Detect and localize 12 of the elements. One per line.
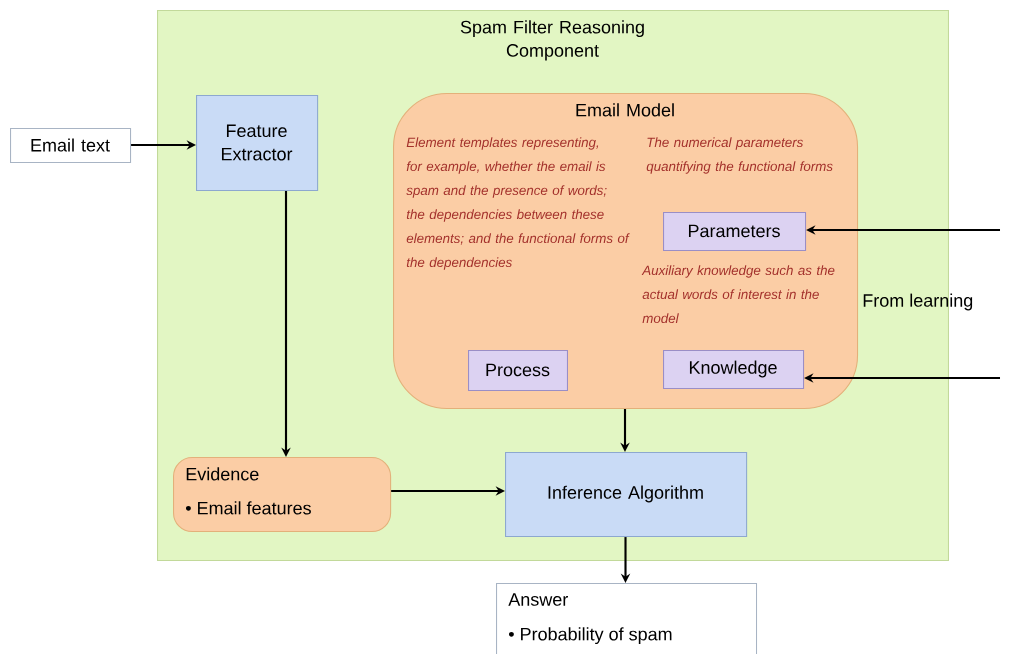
answer-box: Answer • Probability of spam: [496, 583, 758, 654]
description-text: The numerical parameters quantifying the functional forms: [646, 137, 833, 174]
component-box: Process: [468, 350, 568, 392]
note-text: From learning: [863, 293, 973, 311]
description-text: Element templates representing, for example, whether the email is spam and the presence of words; the dependencies between these elements; and the functional forms of the dependencies: [406, 137, 630, 270]
evidence-box: Evidence • Email features: [173, 457, 392, 533]
process-box: Feature Extractor: [196, 95, 319, 191]
description-text: Auxiliary knowledge such as the actual words of interest in the model: [641, 265, 835, 324]
component-box: Knowledge: [663, 350, 805, 390]
component-box: Parameters: [663, 212, 807, 252]
text-box: Email text: [10, 128, 132, 164]
process-box: Inference Algorithm: [505, 452, 748, 538]
